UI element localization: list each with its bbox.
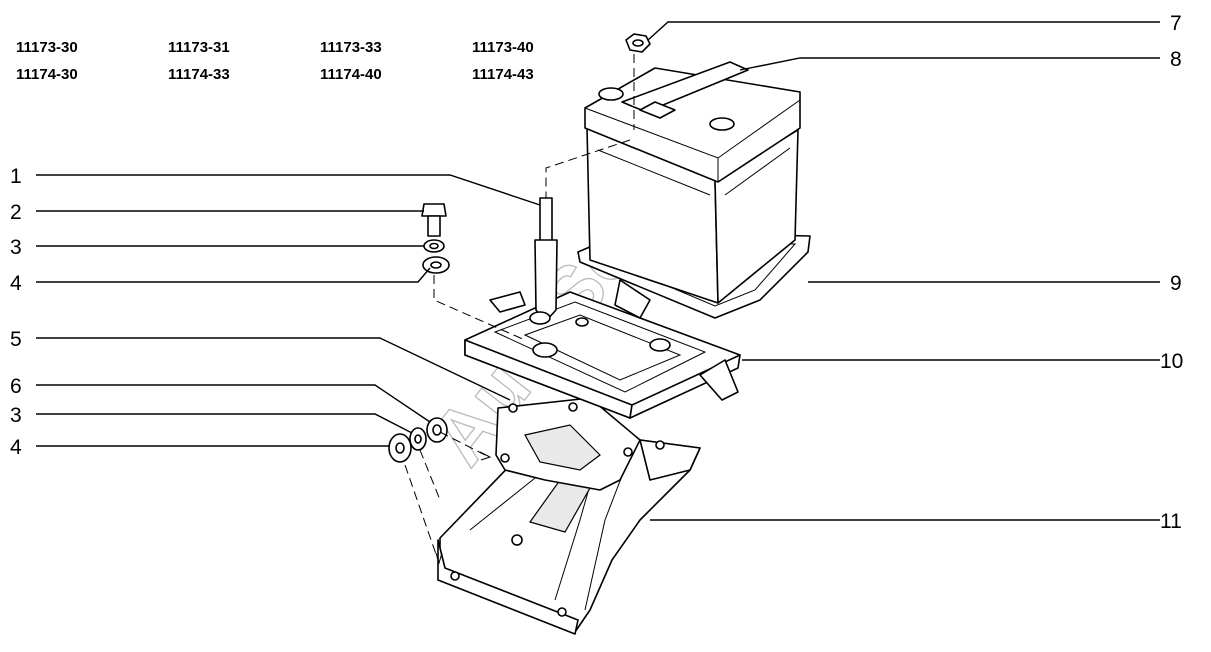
callout-5: 5 [10,328,22,351]
callout-10: 10 [1160,350,1183,373]
part-3-spring-washer-upper [423,239,445,253]
part-10-battery-tray [464,279,741,419]
model-list: 11173-30 11173-31 11173-33 11173-40 1117… [16,39,534,83]
callout-3: 3 [10,236,22,259]
part-3-spring-washer-lower [409,427,427,451]
model-11173-31: 11173-31 [168,39,230,56]
part-2-bolt [421,203,447,237]
model-11173-33: 11173-33 [320,39,382,56]
callout-7: 7 [1170,12,1182,35]
part-5-mounting-plate [495,397,641,491]
callout-9: 9 [1170,272,1182,295]
part-6-nut-lower [426,417,448,443]
callout-2: 2 [10,201,22,224]
model-11174-30: 11174-30 [16,66,78,83]
callout-6: 6 [10,375,22,398]
model-11174-43: 11174-43 [472,66,534,83]
callout-8: 8 [1170,48,1182,71]
callout-4: 4 [10,272,22,295]
callout-1: 1 [10,165,22,188]
model-11174-33: 11174-33 [168,66,230,83]
part-11-support-bracket [437,439,701,635]
part-7-nut [625,33,651,53]
leader-lines [36,21,1160,521]
part-4-flat-washer-lower [388,433,412,463]
callouts: 1 2 3 4 5 6 3 4 7 8 9 10 11 [10,12,1183,533]
part-8-battery [584,61,801,304]
callout-3-lower: 3 [10,404,22,427]
model-11174-40: 11174-40 [320,66,382,83]
assembly-lines [404,54,635,565]
callout-11: 11 [1160,510,1182,533]
callout-4-lower: 4 [10,436,22,459]
part-1-hold-down-rod [529,197,558,325]
model-11173-40: 11173-40 [472,39,534,56]
model-11173-30: 11173-30 [16,39,78,56]
